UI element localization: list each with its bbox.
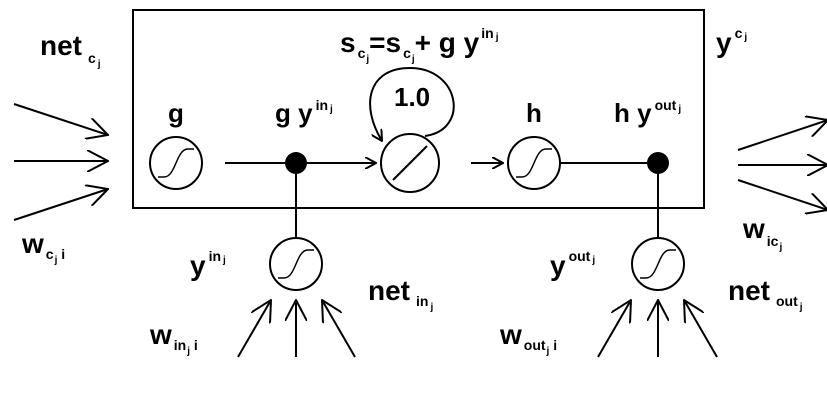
input-gate-input-arrows bbox=[237, 300, 356, 358]
label-self-loop-weight: 1.0 bbox=[394, 82, 430, 112]
multiplication-node-icon bbox=[647, 152, 669, 174]
label-h: h bbox=[526, 98, 542, 128]
sigmoid-unit-icon bbox=[269, 237, 323, 291]
cell-output-arrows bbox=[737, 120, 827, 210]
identity-unit-icon bbox=[380, 133, 440, 193]
sigmoid-unit-icon bbox=[507, 136, 561, 190]
cell-input-arrows bbox=[13, 103, 108, 221]
self-loop-arrow bbox=[369, 66, 455, 141]
sigmoid-unit-icon bbox=[149, 136, 203, 190]
output-gate-input-arrows bbox=[597, 300, 718, 358]
sigmoid-unit-icon bbox=[631, 237, 685, 291]
memory-cell-box bbox=[132, 9, 705, 209]
multiplication-node-icon bbox=[285, 152, 307, 174]
label-g: g bbox=[168, 98, 184, 128]
